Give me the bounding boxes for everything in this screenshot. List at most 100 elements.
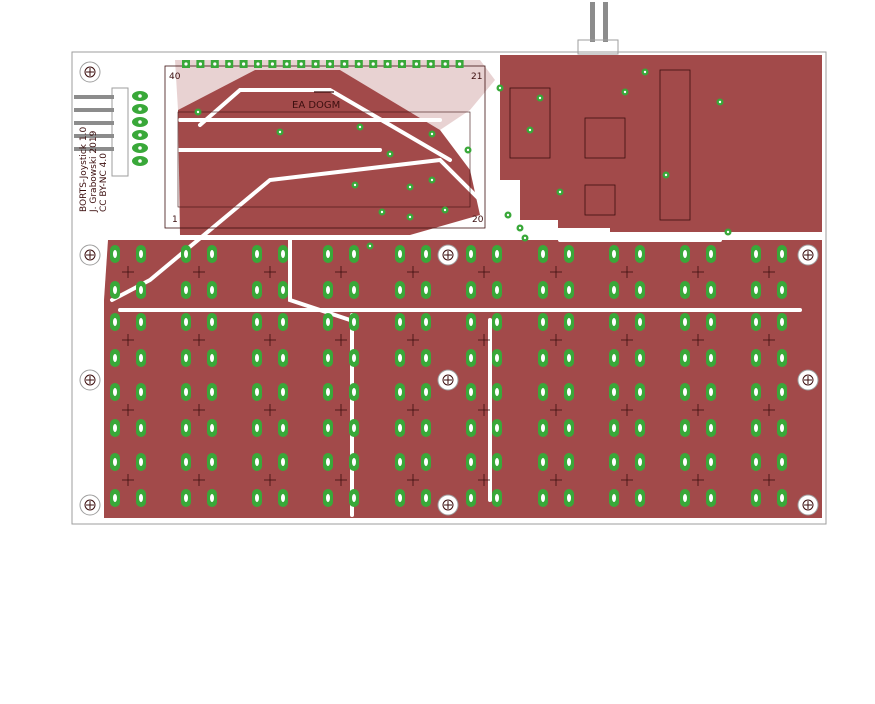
header-pad (132, 104, 148, 114)
via (521, 234, 529, 242)
display-outline (164, 65, 486, 229)
key-switch-footprint (538, 245, 574, 299)
key-switch-footprint (538, 313, 574, 367)
key-switch-footprint (323, 383, 359, 437)
header-pad (132, 117, 148, 127)
via (356, 123, 364, 131)
key-switch-footprint (609, 453, 645, 507)
header-pad (132, 91, 148, 101)
key-switch-footprint (751, 383, 787, 437)
key-switch-footprint (395, 453, 431, 507)
key-switch-footprint (609, 245, 645, 299)
key-switch-footprint (110, 313, 146, 367)
credit-line-2: J. Grabowski 2019 (89, 130, 99, 213)
display-pad (254, 60, 262, 68)
display-pad (282, 60, 291, 68)
display-pad (455, 60, 464, 68)
switch-pad-layer (110, 245, 787, 507)
key-switch-footprint (395, 383, 431, 437)
via (366, 242, 374, 250)
key-switch-footprint (181, 453, 217, 507)
via (556, 188, 564, 196)
via (662, 171, 670, 179)
key-switch-footprint (181, 313, 217, 367)
credit-line-1: BORTS-Joystick 1.0 (79, 127, 89, 212)
key-switch-footprint (323, 453, 359, 507)
pin-label-20: 20 (472, 215, 484, 225)
via-layer (194, 68, 732, 250)
key-switch-footprint (395, 245, 431, 299)
key-switch-footprint (680, 453, 716, 507)
key-switch-footprint (110, 383, 146, 437)
display-pad (340, 60, 349, 68)
display-label: EA DOGM (292, 100, 340, 111)
via (641, 68, 649, 76)
key-switch-footprint (252, 245, 288, 299)
mounting-hole (797, 494, 819, 516)
mounting-hole (797, 369, 819, 391)
key-switch-footprint (110, 245, 146, 299)
via (276, 128, 284, 136)
credit-line-3: CC BY-NC 4.0 (99, 153, 109, 212)
header-pad (132, 156, 148, 166)
header-pad (132, 130, 148, 140)
display-pad (383, 60, 392, 68)
via (464, 146, 472, 154)
pin-label-40: 40 (169, 72, 181, 82)
via (516, 224, 524, 232)
mounting-hole (79, 244, 101, 266)
key-switch-footprint (538, 383, 574, 437)
display-pad (354, 60, 363, 68)
key-switch-footprint (395, 313, 431, 367)
display-pad (326, 60, 334, 68)
via (621, 88, 629, 96)
mounting-hole (797, 244, 819, 266)
via (428, 130, 436, 138)
mounting-hole-layer (79, 61, 819, 516)
key-switch-footprint (751, 313, 787, 367)
via (351, 181, 359, 189)
key-switch-footprint (466, 453, 502, 507)
display-pad (239, 60, 248, 68)
key-switch-footprint (680, 245, 716, 299)
mounting-hole (437, 369, 459, 391)
display-pad (196, 60, 205, 68)
display-pad (182, 60, 190, 68)
via (526, 126, 534, 134)
key-switch-footprint (466, 245, 502, 299)
via (406, 213, 414, 221)
key-switch-footprint (751, 453, 787, 507)
board-outline (71, 51, 827, 525)
via (441, 206, 449, 214)
mounting-hole (79, 369, 101, 391)
left-pin-header (74, 87, 129, 177)
display-pad (210, 60, 219, 68)
pin-label-21: 21 (471, 72, 482, 82)
trace-clearances (110, 88, 802, 517)
via (504, 211, 512, 219)
key-switch-footprint (252, 383, 288, 437)
mounting-hole (79, 494, 101, 516)
key-switch-footprint (680, 383, 716, 437)
key-switch-footprint (181, 245, 217, 299)
key-switch-footprint (181, 383, 217, 437)
display-window (177, 111, 471, 208)
ic-footprints (509, 69, 691, 221)
key-switch-footprint (466, 313, 502, 367)
key-switch-footprint (323, 313, 359, 367)
display-pad (426, 60, 435, 68)
key-switch-footprint (323, 245, 359, 299)
top-connector (577, 2, 619, 55)
board-credit-text: BORTS-Joystick 1.0 J. Grabowski 2019 CC … (79, 127, 109, 213)
via (716, 98, 724, 106)
mounting-hole (437, 244, 459, 266)
key-switch-footprint (538, 453, 574, 507)
via (496, 84, 504, 92)
via (536, 94, 544, 102)
via (406, 183, 414, 191)
key-switch-footprint (466, 383, 502, 437)
via (194, 108, 202, 116)
display-pad (369, 60, 378, 68)
header-pad (132, 143, 148, 153)
